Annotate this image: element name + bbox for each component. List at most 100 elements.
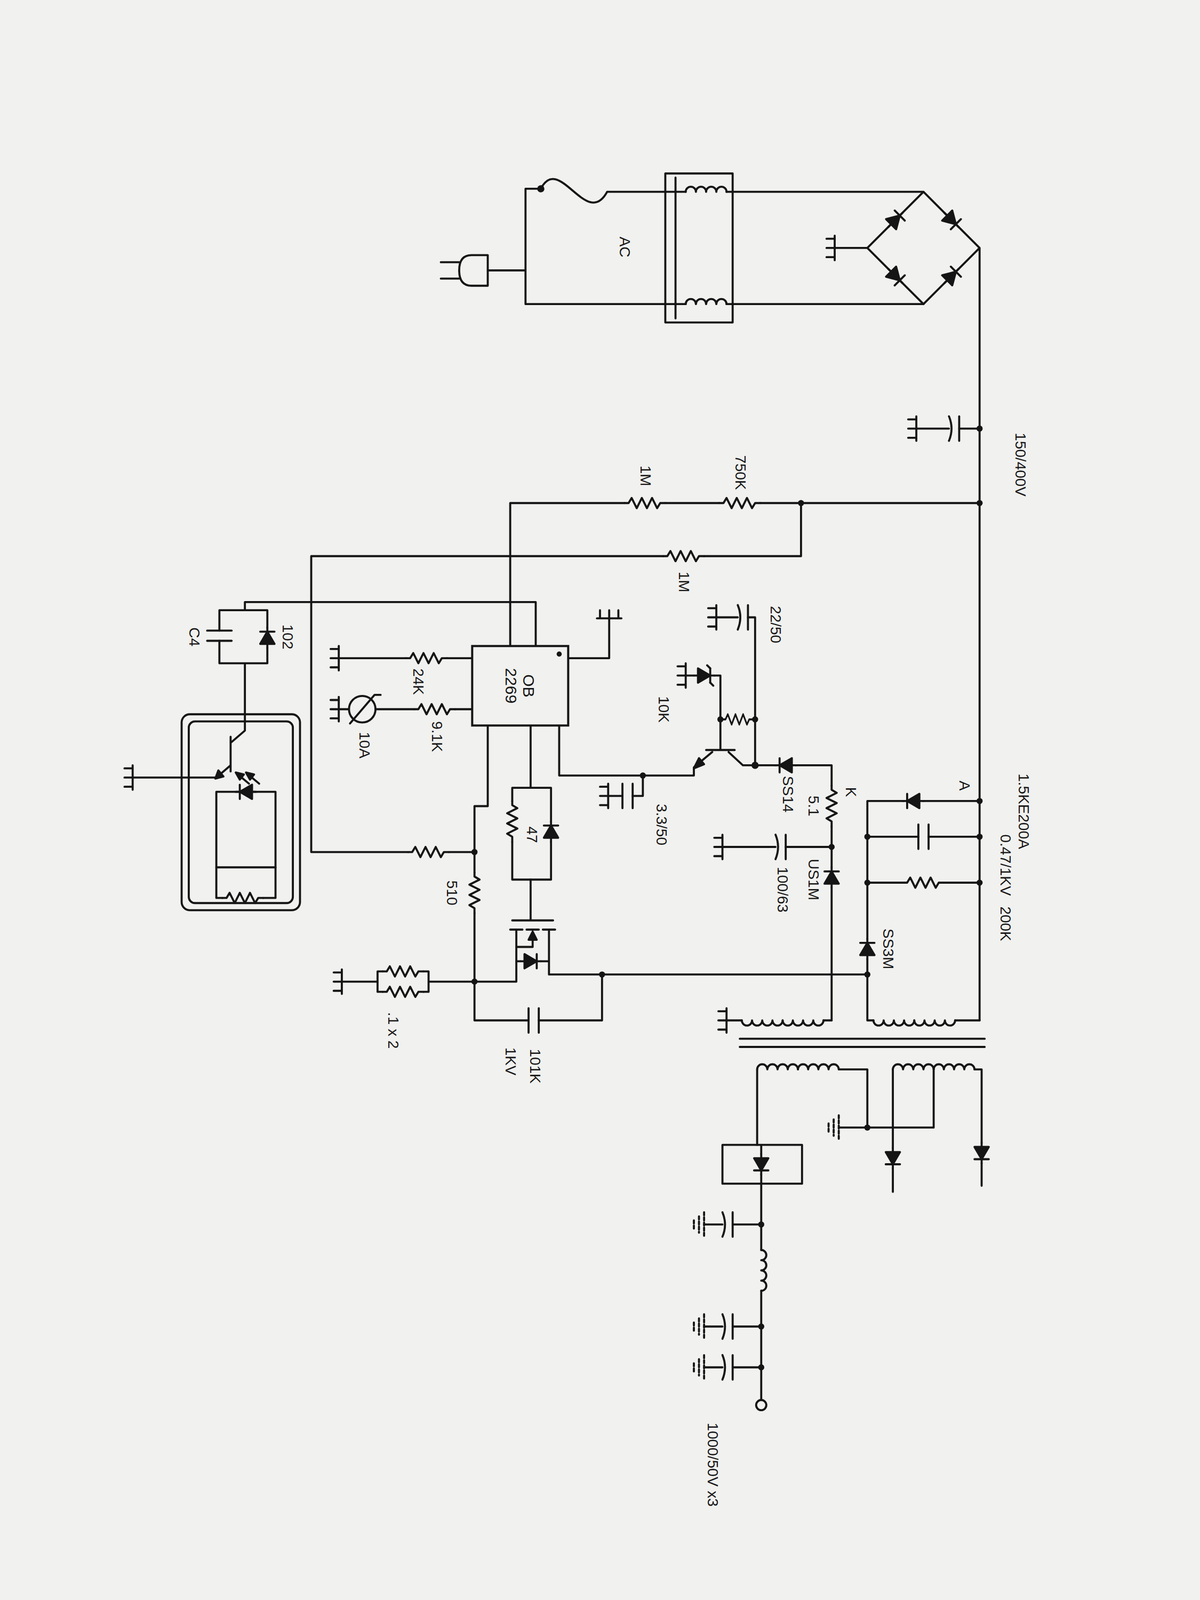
wire	[132, 714, 276, 898]
part-label: 47	[523, 825, 541, 845]
part-label: 0.47/1KV	[996, 833, 1014, 898]
junction-dot	[471, 978, 478, 985]
rectifier-package	[722, 1145, 803, 1184]
ground-symbol	[693, 1314, 704, 1339]
optocoupler-symbol	[181, 714, 301, 910]
junction-dot	[758, 1323, 765, 1330]
part-label: 10K	[654, 694, 672, 725]
optocoupler-symbol	[188, 721, 293, 904]
junction-dot	[828, 843, 835, 850]
capacitor-symbol	[206, 630, 232, 641]
inductor-coil	[685, 186, 975, 1291]
part-label: .1 x 2	[384, 1010, 402, 1051]
wire	[916, 427, 980, 430]
transistor-arrow	[528, 758, 704, 941]
capacitor-symbol	[948, 416, 959, 442]
diode-symbol	[693, 668, 715, 683]
ground-symbol	[330, 697, 339, 722]
part-label: SS3M	[879, 926, 897, 971]
part-label: 510	[443, 878, 461, 908]
part-label: 200K	[996, 904, 1014, 943]
junction-dot	[758, 1221, 765, 1228]
ground-symbol	[677, 663, 686, 688]
junction-dot	[752, 716, 758, 723]
diode-symbol	[860, 938, 875, 959]
capacitor-symbol	[622, 783, 633, 808]
ground-symbol	[718, 1008, 727, 1033]
inductor-coil	[761, 1250, 767, 1292]
resistor-symbol	[469, 872, 480, 914]
ground-symbol	[693, 1355, 704, 1380]
ground-symbol	[124, 765, 133, 790]
chip-name: OB 2269	[502, 661, 539, 710]
diode-symbol	[235, 784, 256, 799]
optocoupler-symbol	[181, 714, 301, 910]
junction-dot	[471, 849, 478, 855]
thermistor-symbol	[348, 694, 381, 724]
junction-dot	[598, 971, 605, 978]
output-terminal	[756, 1400, 767, 1411]
wire	[132, 177, 986, 1400]
diode-symbol	[235, 207, 989, 1175]
part-label: K	[842, 785, 860, 799]
inductor-coil	[873, 1020, 915, 1026]
junction-dot	[864, 971, 871, 978]
ground-symbol	[330, 645, 339, 671]
inductor-coil	[933, 1064, 975, 1070]
part-label: 10A	[355, 730, 373, 760]
part-label: 101K	[526, 1047, 544, 1086]
inductor-coil	[685, 299, 727, 305]
part-label: 150/400V	[1011, 430, 1029, 499]
diode-symbol	[885, 1147, 901, 1168]
diode-symbol	[939, 207, 964, 232]
ground-symbol	[333, 969, 342, 995]
capacitor-symbol	[206, 416, 959, 1380]
part-label: 24K	[409, 666, 427, 697]
resistor-symbol	[408, 846, 450, 858]
junction-dot	[537, 185, 544, 192]
output-terminal	[756, 1400, 767, 1411]
part-label: 1M	[636, 463, 654, 488]
part-label: 100/63	[773, 865, 791, 915]
filter-box	[665, 173, 733, 323]
part-label: 3.3/50	[652, 802, 670, 847]
plug-symbol	[459, 254, 488, 286]
ground-symbol	[124, 235, 917, 1380]
resistor-symbol	[719, 498, 761, 509]
wire	[867, 801, 980, 975]
diode-symbol	[544, 821, 559, 842]
ground-symbol	[708, 605, 717, 630]
junction-dot	[864, 1124, 871, 1131]
capacitor-symbol	[737, 605, 748, 630]
diode-symbol	[824, 867, 839, 888]
part-label: 1.5KE200A	[1014, 771, 1032, 851]
junction-dot	[864, 833, 871, 840]
transistor-arrow	[693, 758, 704, 769]
junction-dot	[640, 772, 646, 779]
junction-dot	[797, 500, 804, 507]
part-label: 1M	[675, 569, 693, 594]
part-label: C4	[185, 625, 203, 648]
filter-box	[665, 173, 733, 323]
resistor-symbol	[663, 550, 705, 562]
inductor-coil	[685, 186, 727, 192]
rectifier-package	[722, 1145, 803, 1184]
resistor-symbol	[414, 704, 456, 715]
diode-symbol	[939, 264, 964, 289]
part-label: SS14	[779, 773, 797, 814]
wire	[716, 617, 832, 1021]
resistor-symbol	[405, 652, 447, 663]
wire	[685, 665, 756, 719]
wire	[706, 719, 756, 766]
circuit-drawing	[124, 173, 989, 1411]
inductor-coil	[914, 1020, 956, 1026]
ground-symbol	[826, 235, 835, 261]
inductor-coil	[892, 1064, 934, 1070]
inductor-coil	[797, 1064, 839, 1070]
resistor-symbol	[382, 986, 424, 997]
wire	[512, 726, 551, 880]
plug-symbol	[459, 254, 488, 286]
capacitor-symbol	[918, 824, 929, 850]
